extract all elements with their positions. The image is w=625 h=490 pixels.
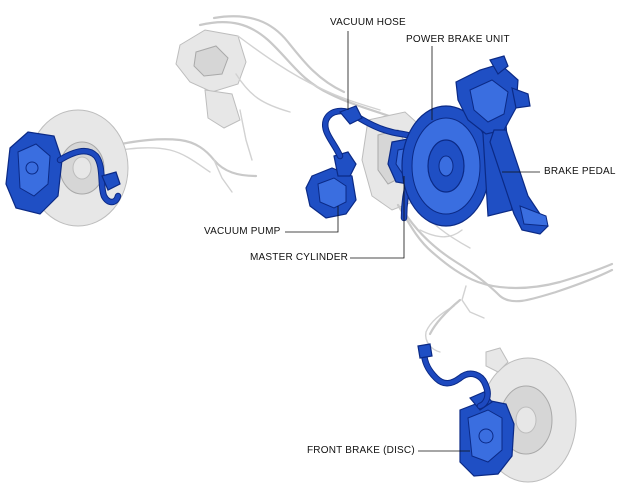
- label-front-brake: FRONT BRAKE (DISC): [307, 445, 415, 456]
- power-brake-unit: [401, 105, 513, 227]
- front-brake-caliper: [417, 343, 515, 477]
- label-vacuum-pump: VACUUM PUMP: [204, 226, 281, 237]
- label-master-cylinder: MASTER CYLINDER: [250, 252, 349, 263]
- rear-brake-line-ghost: [105, 138, 258, 193]
- engine-bay-ghost: [175, 15, 397, 161]
- leader-vacuum-pump: [285, 206, 339, 233]
- vacuum-pump: [305, 151, 357, 219]
- rear-brake-caliper: [5, 131, 122, 215]
- label-vacuum-hose: VACUUM HOSE: [330, 17, 406, 28]
- label-brake-pedal: BRAKE PEDAL: [544, 166, 616, 177]
- leader-master-cylinder: [350, 176, 405, 259]
- leader-lines: [285, 31, 540, 452]
- label-power-brake-unit: POWER BRAKE UNIT: [406, 34, 510, 45]
- brake-pedal-assembly: [455, 55, 549, 235]
- brake-lines-ghost: [396, 199, 614, 353]
